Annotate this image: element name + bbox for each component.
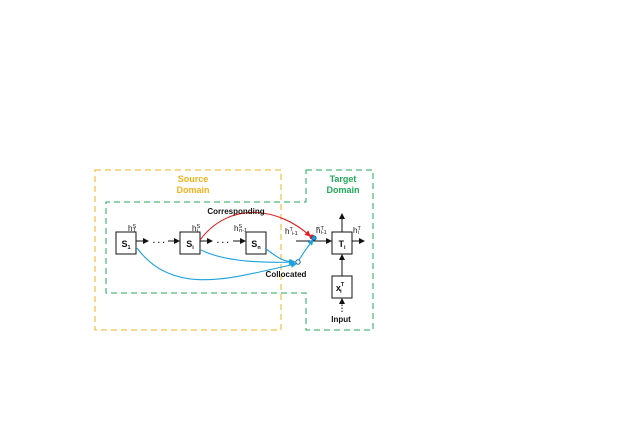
merge-node bbox=[311, 235, 317, 241]
node-si-box bbox=[179, 231, 201, 255]
ellipsis-2: · · · bbox=[217, 238, 229, 247]
source-domain-box bbox=[94, 169, 282, 331]
ellipsis-1: · · · bbox=[153, 238, 165, 247]
node-s1-box bbox=[115, 231, 137, 255]
node-sn-label: Sn bbox=[251, 239, 261, 251]
collocated-arrow-sn bbox=[265, 248, 296, 265]
corresponding-label: Corresponding bbox=[207, 207, 264, 216]
target-domain-label-1: Target bbox=[330, 174, 357, 184]
hidden-hti1-label: hTi-1 bbox=[285, 227, 298, 237]
collocated-merge-node bbox=[295, 259, 301, 265]
node-ti-label: Ti bbox=[338, 239, 346, 251]
source-domain-label-2: Domain bbox=[176, 185, 209, 195]
collocated-arrow-s1 bbox=[136, 247, 297, 281]
node-s1-label: S1 bbox=[121, 239, 130, 251]
node-si-label: Si bbox=[186, 239, 194, 251]
collocated-label: Collocated bbox=[266, 270, 307, 279]
target-domain-box bbox=[105, 169, 374, 331]
input-label: Input bbox=[331, 315, 351, 324]
target-domain-label-2: Domain bbox=[326, 185, 359, 195]
corresponding-arrow bbox=[199, 211, 311, 241]
collocated-to-target-arrow bbox=[298, 239, 314, 261]
node-sn-box bbox=[245, 231, 267, 255]
collocated-arrow-si bbox=[200, 249, 295, 266]
source-domain-label-1: Source bbox=[178, 174, 209, 184]
